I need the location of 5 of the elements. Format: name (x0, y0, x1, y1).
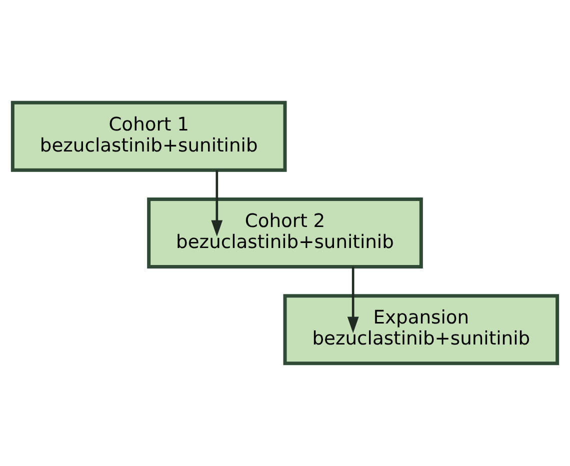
node-box: Cohort 1 bezuclastinib+sunitinib (10, 100, 287, 172)
arrow (211, 170, 223, 237)
node-box: Cohort 2 bezuclastinib+sunitinib (147, 198, 423, 268)
arrow (347, 266, 359, 334)
node-box: Expansion bezuclastinib+sunitinib (283, 294, 560, 366)
